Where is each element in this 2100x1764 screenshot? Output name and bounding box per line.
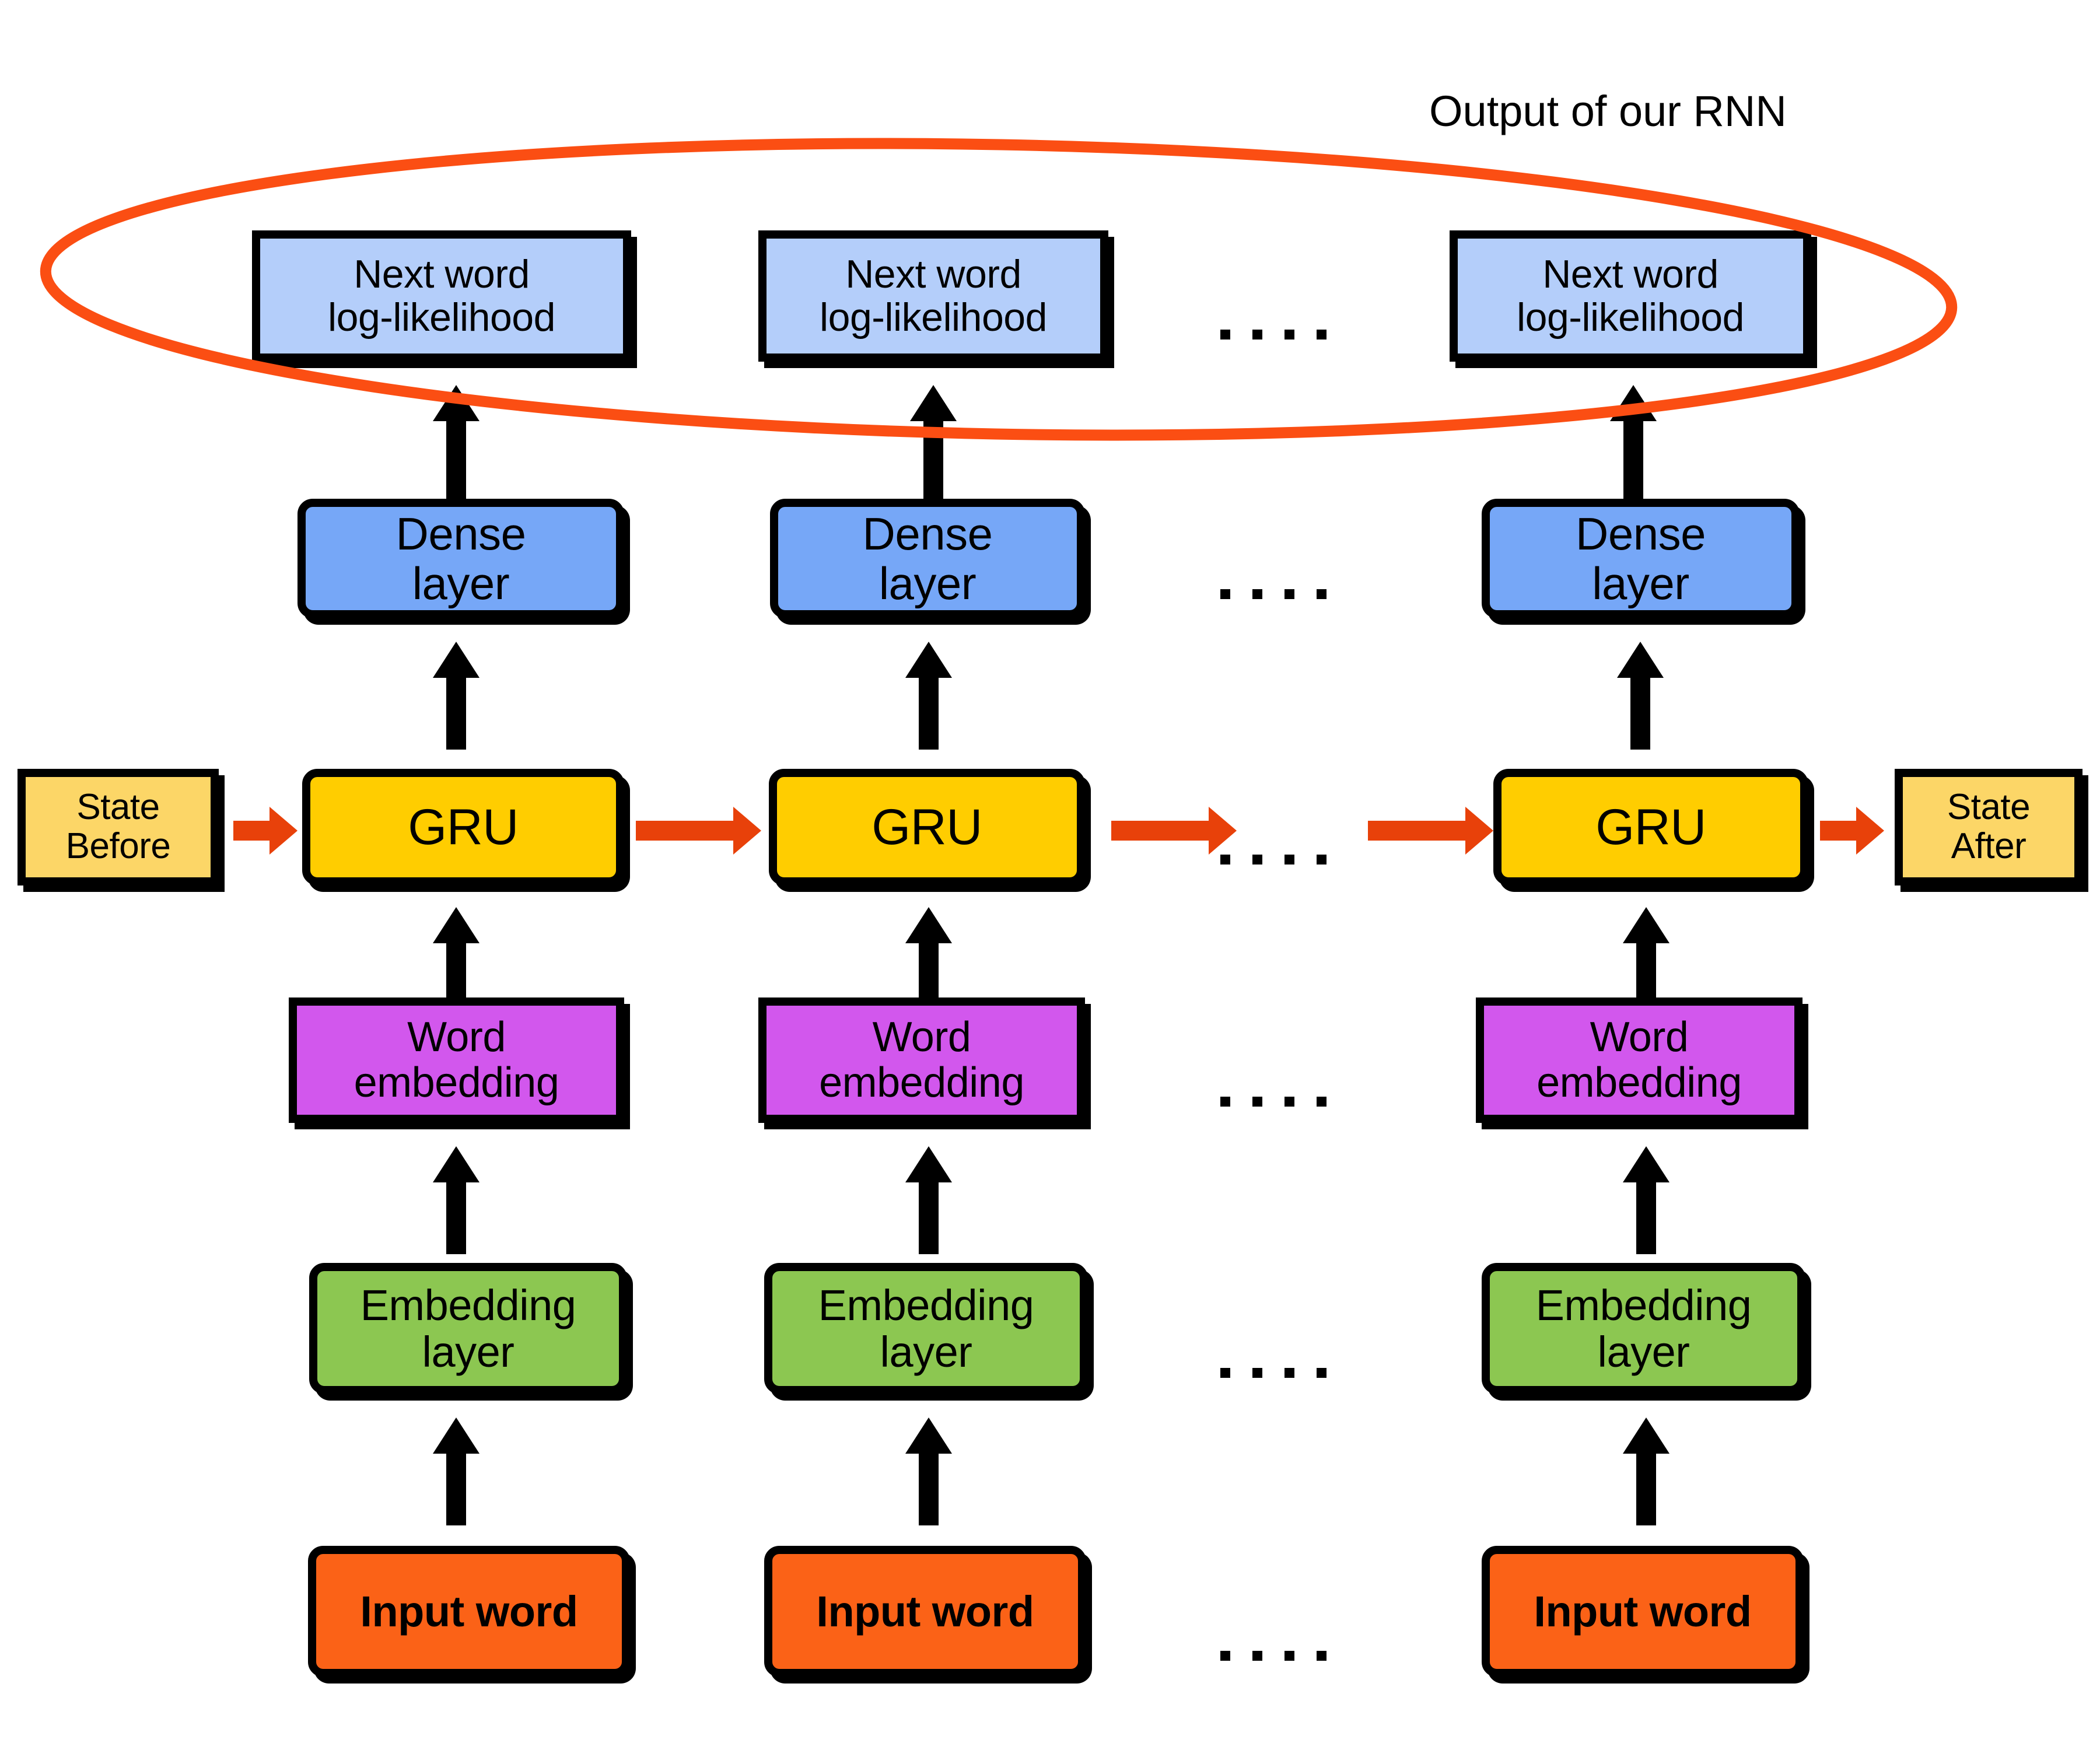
dot — [1284, 1651, 1294, 1661]
word-embedding-label-1: Word embedding — [354, 1013, 559, 1106]
word-embedding-box-2: Word embedding — [758, 998, 1085, 1123]
state-after-box: State After — [1895, 769, 2082, 886]
input-word-label-1: Input word — [360, 1587, 578, 1636]
arrow-gru3-to-state-after — [1820, 807, 1884, 855]
arrow-inputword-to-emblayer-1 — [433, 1418, 480, 1525]
input-word-label-3: Input word — [1534, 1587, 1752, 1636]
embedding-layer-box-2: Embedding layer — [764, 1263, 1088, 1394]
word-embedding-label-2: Word embedding — [819, 1013, 1024, 1106]
dot — [1220, 1097, 1230, 1107]
dense-layer-box-2: Dense layer — [770, 499, 1085, 618]
arrow-inputword-to-emblayer-2 — [905, 1418, 952, 1525]
dot — [1252, 330, 1262, 340]
arrow-gru2-to-ellipsis — [1111, 807, 1237, 855]
embedding-layer-box-1: Embedding layer — [309, 1263, 627, 1394]
dense-layer-label-1: Dense layer — [396, 508, 526, 609]
gru-box-1: GRU — [302, 769, 624, 886]
dot — [1317, 1097, 1326, 1107]
dot — [1220, 1651, 1230, 1661]
arrow-gru1-to-gru2 — [636, 807, 761, 855]
dot — [1317, 1368, 1326, 1378]
dot — [1284, 1097, 1294, 1107]
embedding-layer-box-3: Embedding layer — [1482, 1263, 1805, 1394]
arrow-wordemb-to-gru-1 — [433, 907, 480, 1015]
arrow-state-before-to-gru — [233, 807, 298, 855]
gru-label-2: GRU — [872, 799, 982, 855]
embedding-layer-label-1: Embedding layer — [360, 1280, 576, 1376]
dot — [1252, 1097, 1262, 1107]
arrow-dense-to-nextword-3 — [1610, 385, 1657, 499]
embedding-layer-label-2: Embedding layer — [818, 1280, 1034, 1376]
input-word-box-3: Input word — [1482, 1546, 1804, 1677]
arrow-gru-to-dense-2 — [905, 642, 952, 750]
dense-layer-label-3: Dense layer — [1576, 508, 1706, 609]
arrow-gru-to-dense-3 — [1617, 642, 1664, 750]
word-embedding-box-3: Word embedding — [1476, 998, 1803, 1123]
dense-layer-label-2: Dense layer — [862, 508, 993, 609]
arrow-inputword-to-emblayer-3 — [1623, 1418, 1670, 1525]
next-word-box-2: Next word log-likelihood — [758, 230, 1108, 362]
dot — [1220, 330, 1230, 340]
word-embedding-label-3: Word embedding — [1536, 1013, 1742, 1106]
next-word-label-2: Next word log-likelihood — [820, 252, 1047, 340]
next-word-label-3: Next word log-likelihood — [1517, 252, 1744, 340]
embedding-layer-label-3: Embedding layer — [1535, 1280, 1752, 1376]
arrow-dense-to-nextword-1 — [433, 385, 480, 499]
dot — [1220, 1368, 1230, 1378]
arrow-wordemb-to-gru-2 — [905, 907, 952, 1015]
dot — [1252, 855, 1262, 864]
dot — [1284, 1368, 1294, 1378]
next-word-label-1: Next word log-likelihood — [328, 252, 555, 340]
arrow-emblayer-to-wordemb-2 — [905, 1146, 952, 1254]
dot — [1252, 1368, 1262, 1378]
dot — [1220, 589, 1230, 599]
dot — [1252, 589, 1262, 599]
ellipsis-word-embedding — [1220, 1097, 1326, 1107]
next-word-box-3: Next word log-likelihood — [1450, 230, 1811, 362]
gru-box-3: GRU — [1493, 769, 1808, 886]
input-word-box-1: Input word — [308, 1546, 630, 1677]
arrow-dense-to-nextword-2 — [910, 385, 957, 499]
arrow-wordemb-to-gru-3 — [1623, 907, 1670, 1015]
gru-label-3: GRU — [1595, 799, 1706, 855]
state-after-label: State After — [1947, 787, 2031, 866]
rnn-output-caption: Output of our RNN — [1429, 87, 1787, 135]
dense-layer-box-1: Dense layer — [298, 499, 624, 618]
dot — [1317, 855, 1326, 864]
dot — [1284, 589, 1294, 599]
arrow-gru-to-dense-1 — [433, 642, 480, 750]
dot — [1284, 330, 1294, 340]
dot — [1317, 1651, 1326, 1661]
dot — [1252, 1651, 1262, 1661]
dot — [1220, 855, 1230, 864]
ellipsis-input-word — [1220, 1651, 1326, 1661]
dot — [1317, 589, 1326, 599]
dense-layer-box-3: Dense layer — [1482, 499, 1800, 618]
ellipsis-next-word — [1220, 330, 1326, 340]
ellipsis-gru — [1220, 855, 1326, 864]
input-word-box-2: Input word — [764, 1546, 1086, 1677]
gru-label-1: GRU — [408, 799, 519, 855]
dot — [1317, 330, 1326, 340]
state-before-box: State Before — [18, 769, 219, 886]
arrow-ellipsis-to-gru3 — [1368, 807, 1493, 855]
ellipsis-embedding-layer — [1220, 1368, 1326, 1378]
gru-box-2: GRU — [769, 769, 1085, 886]
state-before-label: State Before — [65, 787, 171, 866]
dot — [1284, 855, 1294, 864]
input-word-label-2: Input word — [816, 1587, 1034, 1636]
next-word-box-1: Next word log-likelihood — [252, 230, 631, 362]
arrow-emblayer-to-wordemb-1 — [433, 1146, 480, 1254]
ellipsis-dense-layer — [1220, 589, 1326, 599]
word-embedding-box-1: Word embedding — [289, 998, 624, 1123]
arrow-emblayer-to-wordemb-3 — [1623, 1146, 1670, 1254]
